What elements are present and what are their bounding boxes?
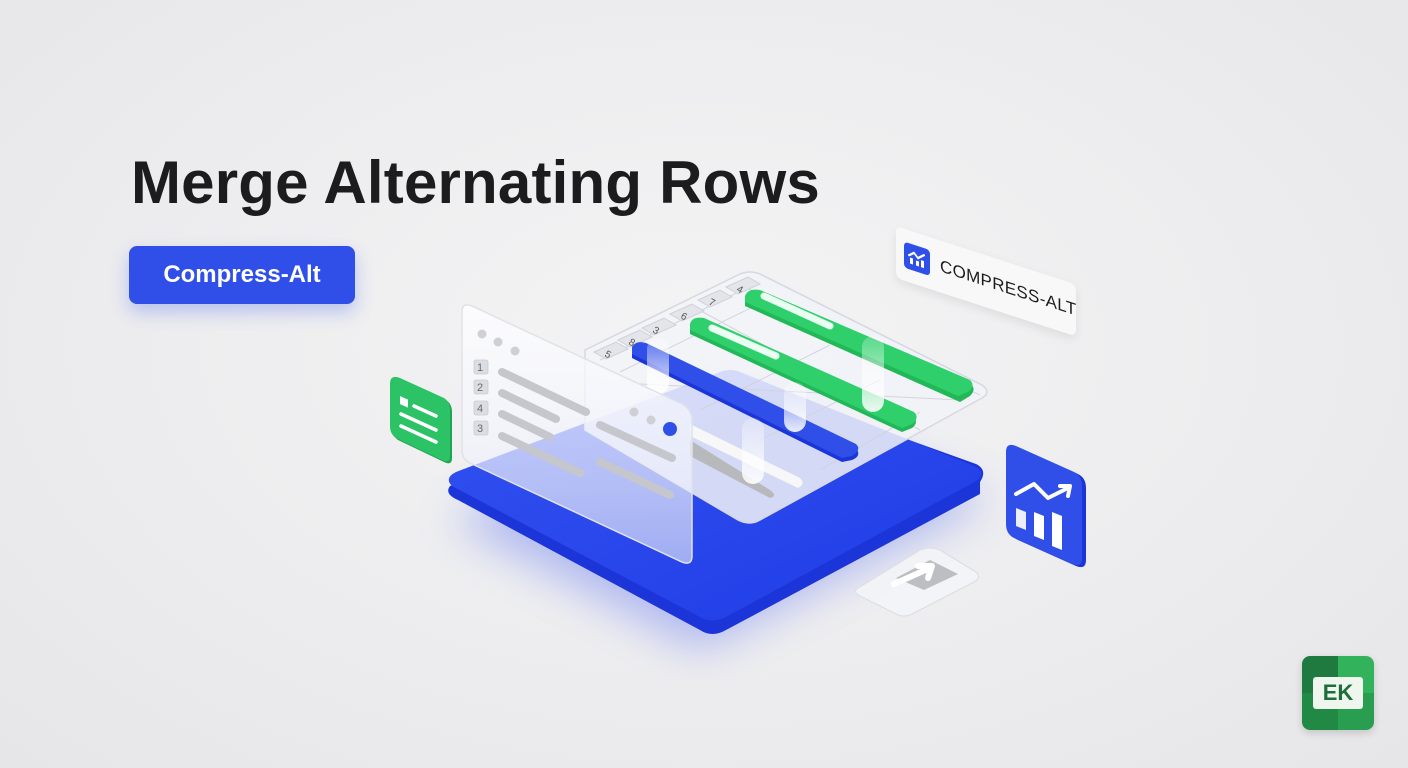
svg-text:5: 5 bbox=[603, 349, 613, 362]
green-merged-row-2 bbox=[690, 317, 917, 432]
green-merged-row-1 bbox=[745, 289, 974, 402]
sheet-column-header-labels: 5 8 3 6 7 4 bbox=[603, 284, 745, 362]
svg-text:7: 7 bbox=[707, 297, 717, 310]
svg-text:6: 6 bbox=[679, 311, 689, 324]
svg-text:3: 3 bbox=[477, 423, 483, 435]
sheet-column-headers bbox=[592, 276, 762, 360]
window-dots bbox=[477, 329, 656, 425]
arrow-up-right-icon bbox=[854, 547, 980, 617]
chart-trend-icon bbox=[904, 241, 930, 277]
compress-alt-button[interactable]: Compress-Alt bbox=[129, 246, 355, 304]
document-list-icon bbox=[390, 376, 452, 464]
glass-pillars bbox=[647, 336, 884, 484]
svg-text:2: 2 bbox=[477, 382, 483, 394]
compress-alt-tag-card: COMPRESS-ALT bbox=[896, 226, 1076, 337]
panel-text-lines bbox=[498, 368, 676, 499]
svg-text:4: 4 bbox=[735, 284, 745, 297]
bar-chart-trend-icon bbox=[1006, 444, 1086, 568]
svg-text:8: 8 bbox=[627, 337, 637, 350]
svg-text:4: 4 bbox=[477, 403, 483, 415]
panel-row-numbers: 1 2 4 3 bbox=[477, 362, 483, 435]
panel-row-number-cells bbox=[473, 359, 489, 436]
window-active-dot bbox=[663, 422, 677, 436]
svg-text:3: 3 bbox=[651, 325, 661, 338]
glass-window-panel: 1 2 4 3 bbox=[461, 304, 693, 564]
svg-text:1: 1 bbox=[477, 362, 483, 374]
ek-logo: EK bbox=[1302, 656, 1374, 730]
page-title: Merge Alternating Rows bbox=[131, 149, 820, 216]
logo-text: EK bbox=[1313, 677, 1363, 709]
